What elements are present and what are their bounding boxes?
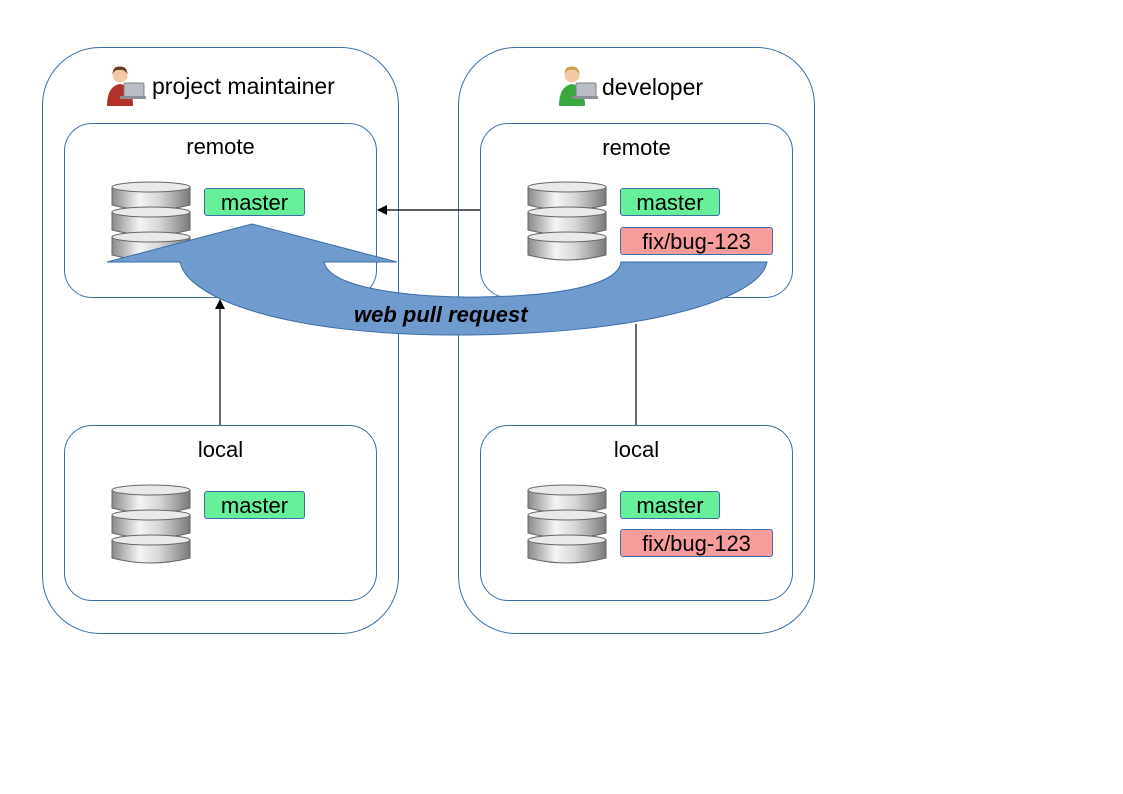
maintainer-panel: [42, 47, 399, 634]
developer-local-label: local: [613, 437, 660, 462]
pull-request-label: web pull request: [354, 302, 528, 327]
developer-remote-label: remote: [602, 135, 671, 160]
maintainer-remote-branch-master: master: [204, 188, 305, 216]
maintainer-title: project maintainer: [152, 73, 335, 99]
maintainer-local-branch-master: master: [204, 491, 305, 519]
maintainer-remote-label: remote: [186, 134, 255, 159]
developer-remote-database-icon: [527, 181, 607, 268]
developer-local-database-icon: [527, 484, 607, 571]
maintainer-local-box: [64, 425, 377, 601]
developer-local-branch-fix: fix/bug-123: [620, 529, 773, 557]
maintainer-avatar-icon: [104, 64, 148, 108]
maintainer-local-database-icon: [111, 484, 191, 571]
developer-avatar-icon: [556, 64, 600, 108]
developer-title: developer: [602, 74, 704, 100]
developer-remote-branch-master: master: [620, 188, 720, 216]
developer-remote-branch-fix: fix/bug-123: [620, 227, 773, 255]
developer-panel: [458, 47, 815, 634]
developer-local-box: [480, 425, 793, 601]
pull-request-arrow: [106, 223, 768, 336]
developer-local-branch-master: master: [620, 491, 720, 519]
maintainer-local-label: local: [197, 437, 244, 462]
